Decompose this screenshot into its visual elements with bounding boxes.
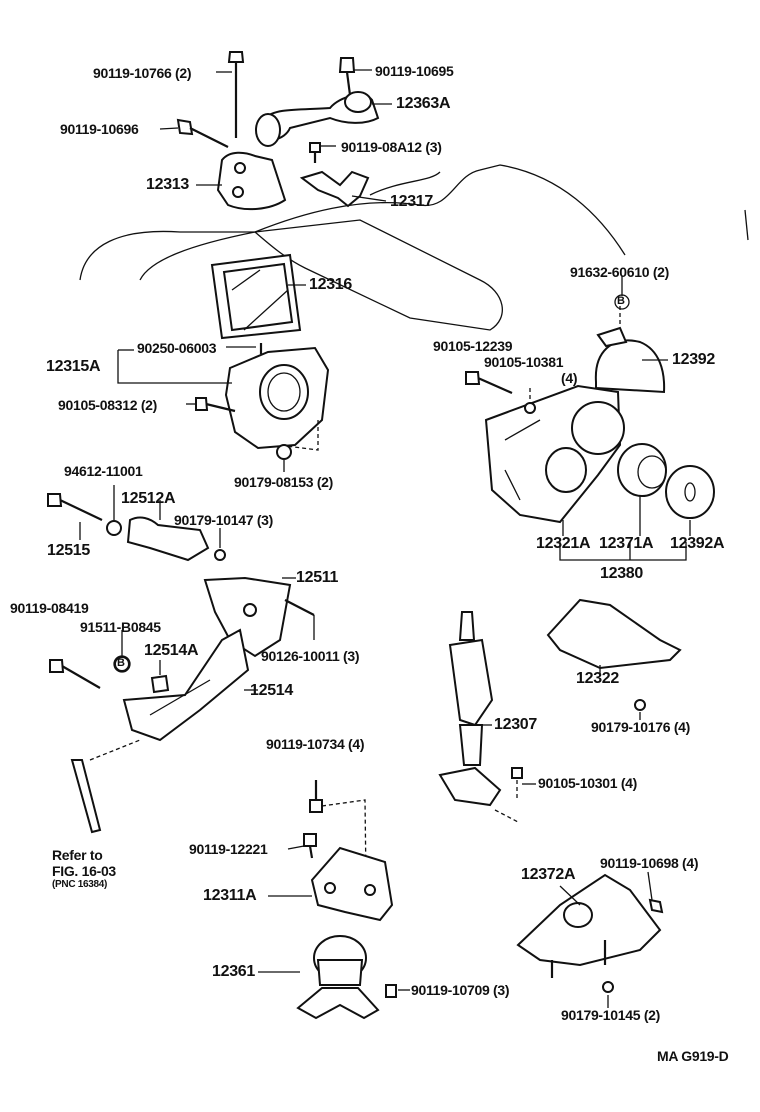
marker-b-lower: B (117, 657, 125, 669)
part-12317[interactable]: 12317 (390, 193, 433, 210)
part-90105-08312[interactable]: 90105-08312 (2) (58, 397, 158, 413)
diagram-code: MA G919-D (657, 1048, 729, 1064)
part-90119-10695[interactable]: 90119-10695 (375, 63, 454, 79)
part-12313[interactable]: 12313 (146, 176, 189, 193)
part-12392a[interactable]: 12392A (670, 535, 725, 552)
part-94612-11001[interactable]: 94612-11001 (64, 463, 143, 479)
part-90119-08419[interactable]: 90119-08419 (10, 600, 89, 616)
part-12514[interactable]: 12514 (250, 682, 293, 699)
part-90179-10176[interactable]: 90179-10176 (4) (591, 719, 691, 735)
part-90119-10696[interactable]: 90119-10696 (60, 121, 139, 137)
part-12322[interactable]: 12322 (576, 670, 619, 687)
part-90105-10381-qty: (4) (561, 370, 578, 386)
part-12361[interactable]: 12361 (212, 963, 255, 980)
part-90105-12239[interactable]: 90105-12239 (433, 338, 513, 354)
part-91511-b0845[interactable]: 91511-B0845 (80, 619, 161, 635)
part-90250-06003[interactable]: 90250-06003 (137, 340, 217, 356)
part-12316[interactable]: 12316 (309, 276, 352, 293)
part-12392[interactable]: 12392 (672, 351, 715, 368)
part-90119-10766[interactable]: 90119-10766 (2) (93, 65, 192, 81)
part-12311a[interactable]: 12311A (203, 887, 257, 904)
part-91632-60610[interactable]: 91632-60610 (2) (570, 264, 670, 280)
part-90119-08a12[interactable]: 90119-08A12 (3) (341, 139, 442, 155)
part-12321a[interactable]: 12321A (536, 535, 591, 552)
part-12315a[interactable]: 12315A (46, 358, 101, 375)
part-12371a[interactable]: 12371A (599, 535, 654, 552)
part-12512a[interactable]: 12512A (121, 490, 176, 507)
part-12372a[interactable]: 12372A (521, 866, 576, 883)
part-90105-10301[interactable]: 90105-10301 (4) (538, 775, 638, 791)
part-12511[interactable]: 12511 (296, 569, 339, 586)
marker-b-upper: B (617, 295, 625, 307)
part-12514a[interactable]: 12514A (144, 642, 199, 659)
part-12515[interactable]: 12515 (47, 542, 90, 559)
part-90119-12221[interactable]: 90119-12221 (189, 841, 268, 857)
refer-to-pnc: (PNC 16384) (52, 879, 108, 890)
refer-to-line1: Refer to (52, 847, 103, 863)
part-12380[interactable]: 12380 (600, 565, 643, 582)
part-12363a[interactable]: 12363A (396, 95, 451, 112)
part-90119-10734[interactable]: 90119-10734 (4) (266, 736, 365, 752)
part-90179-10147[interactable]: 90179-10147 (3) (174, 512, 274, 528)
part-90119-10709[interactable]: 90119-10709 (3) (411, 982, 510, 998)
part-90126-10011[interactable]: 90126-10011 (3) (261, 648, 360, 664)
part-12307[interactable]: 12307 (494, 716, 537, 733)
refer-to-line2: FIG. 16-03 (52, 863, 116, 879)
part-90119-10698[interactable]: 90119-10698 (4) (600, 855, 699, 871)
part-90179-08153[interactable]: 90179-08153 (2) (234, 474, 334, 490)
part-90179-10145[interactable]: 90179-10145 (2) (561, 1007, 661, 1023)
part-90105-10381[interactable]: 90105-10381 (484, 354, 564, 370)
